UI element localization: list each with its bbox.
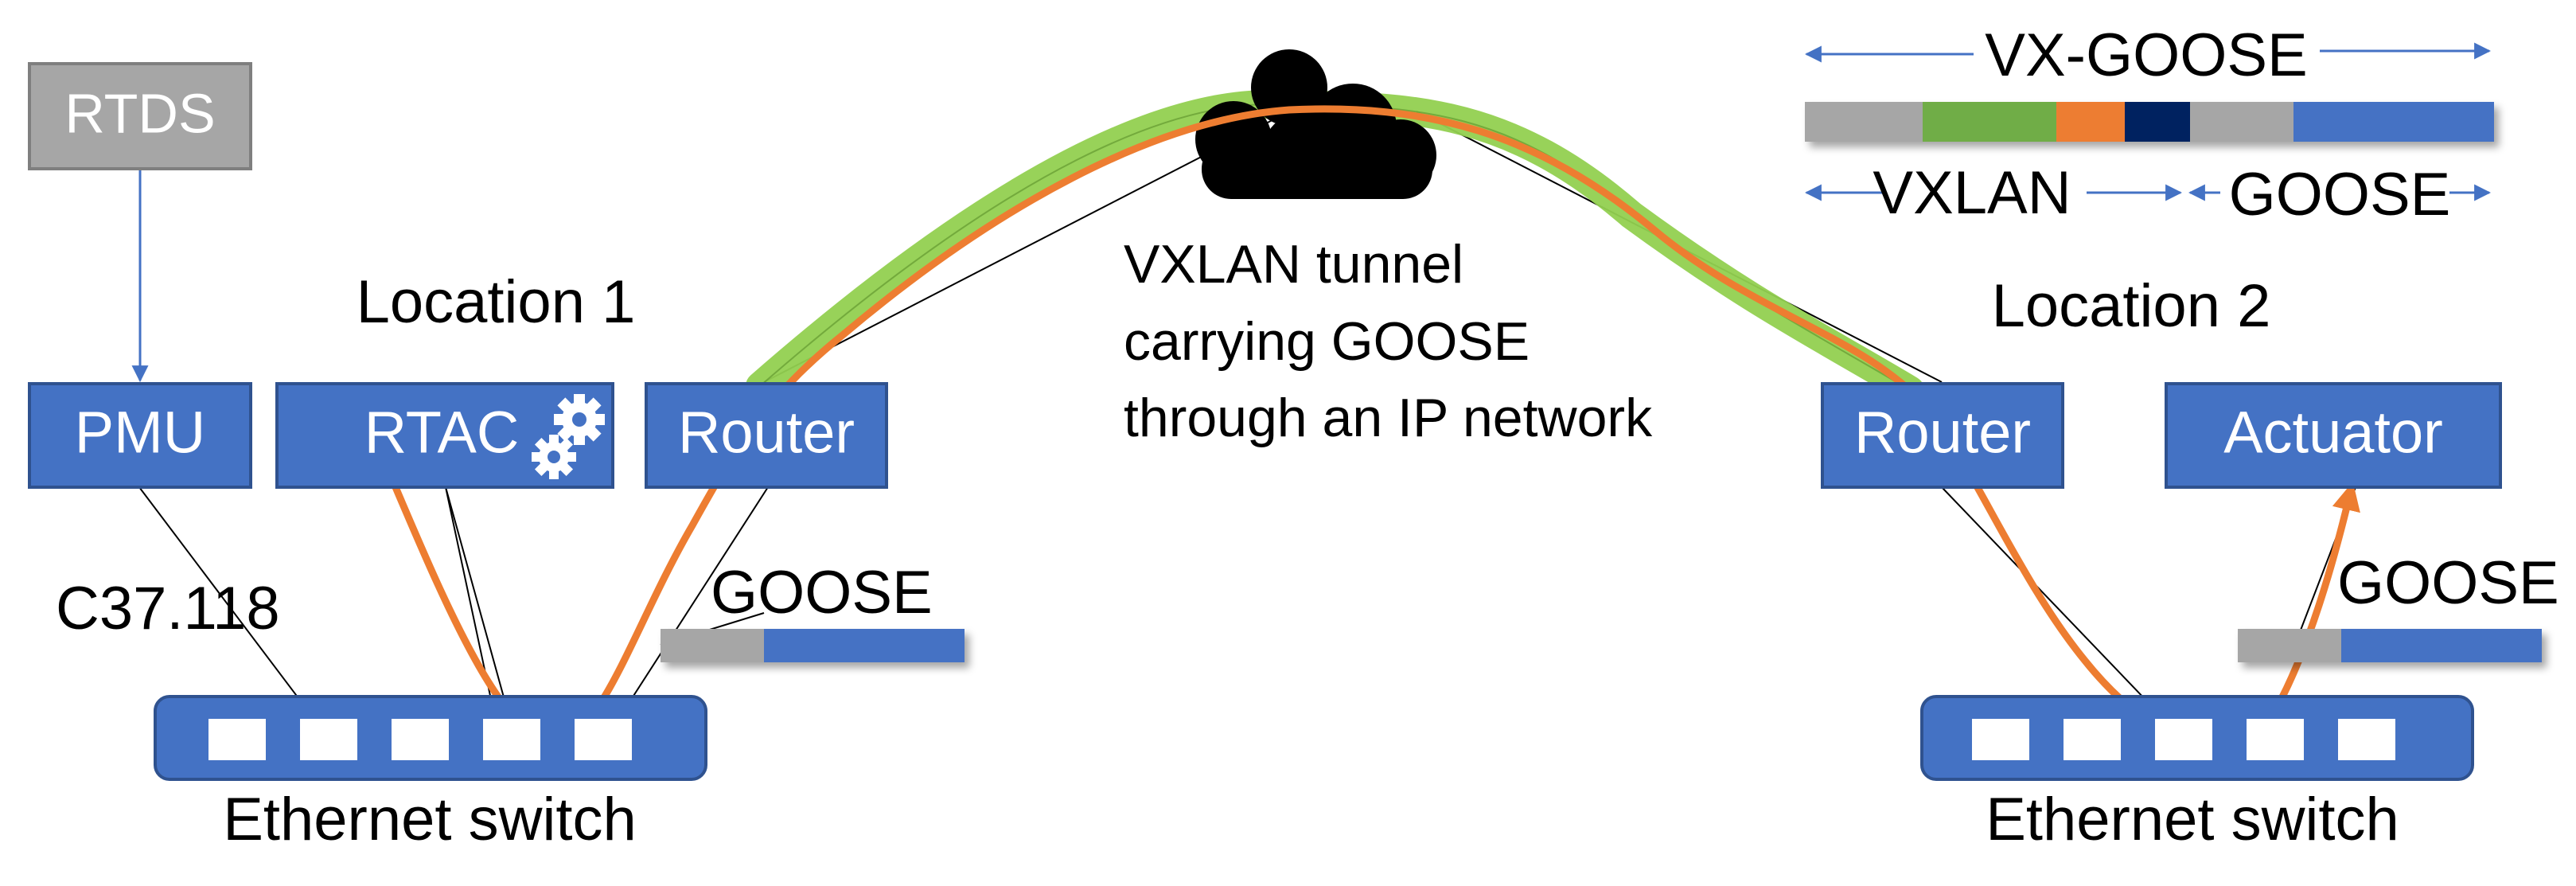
router-right-label: Router (1854, 400, 2031, 466)
vx-goose-packet-bar (1805, 102, 2494, 142)
goose-packet-right: GOOSE (2238, 549, 2559, 662)
router-left-box[interactable]: Router (645, 382, 888, 489)
switch-port (392, 719, 449, 760)
gears-icon (532, 394, 605, 479)
goose-packet-left: GOOSE (661, 559, 965, 662)
c37-118-label: C37.118 (56, 575, 280, 642)
packet-legend: VX-GOOSE VXLAN GOOSE (1804, 21, 2494, 228)
switch-port (483, 719, 540, 760)
ethernet-switch-right: Ethernet switch (1920, 695, 2474, 853)
tunnel-caption-line1: VXLAN tunnel (1124, 234, 1463, 295)
rtac-box[interactable]: RTAC (275, 382, 614, 489)
rtds-box: RTDS (28, 62, 252, 170)
goose-left-label: GOOSE (711, 559, 933, 626)
switch-port (2247, 719, 2304, 760)
switch-port (300, 719, 357, 760)
ethernet-switch-left-label: Ethernet switch (223, 786, 637, 853)
router-left-label: Router (678, 400, 855, 466)
tunnel-caption-line3: through an IP network (1124, 388, 1653, 448)
rtds-label: RTDS (64, 82, 215, 144)
actuator-label: Actuator (2223, 400, 2443, 466)
ethernet-switch-right-label: Ethernet switch (1986, 786, 2399, 853)
pmu-box[interactable]: PMU (28, 382, 252, 489)
switch-port (208, 719, 266, 760)
switch-port (2338, 719, 2395, 760)
goose-span-label: GOOSE (2229, 161, 2451, 228)
switch-port (575, 719, 632, 760)
vx-goose-label: VX-GOOSE (1985, 21, 2307, 89)
location-2-label: Location 2 (1992, 272, 2271, 340)
ethernet-switch-left: Ethernet switch (154, 695, 707, 853)
rtac-label: RTAC (364, 400, 520, 466)
router-right-box[interactable]: Router (1821, 382, 2064, 489)
switch-port (2064, 719, 2121, 760)
tunnel-caption-line2: carrying GOOSE (1124, 311, 1530, 372)
vxlan-label: VXLAN (1873, 159, 2071, 227)
switch-port (1972, 719, 2029, 760)
switch-port (2155, 719, 2212, 760)
pmu-label: PMU (75, 400, 205, 466)
cloud-icon (1195, 49, 1436, 199)
tunnel-caption: VXLAN tunnel carrying GOOSE through an I… (1124, 234, 1653, 448)
actuator-box[interactable]: Actuator (2165, 382, 2502, 489)
goose-right-label: GOOSE (2337, 549, 2559, 617)
location-1-label: Location 1 (357, 268, 636, 336)
